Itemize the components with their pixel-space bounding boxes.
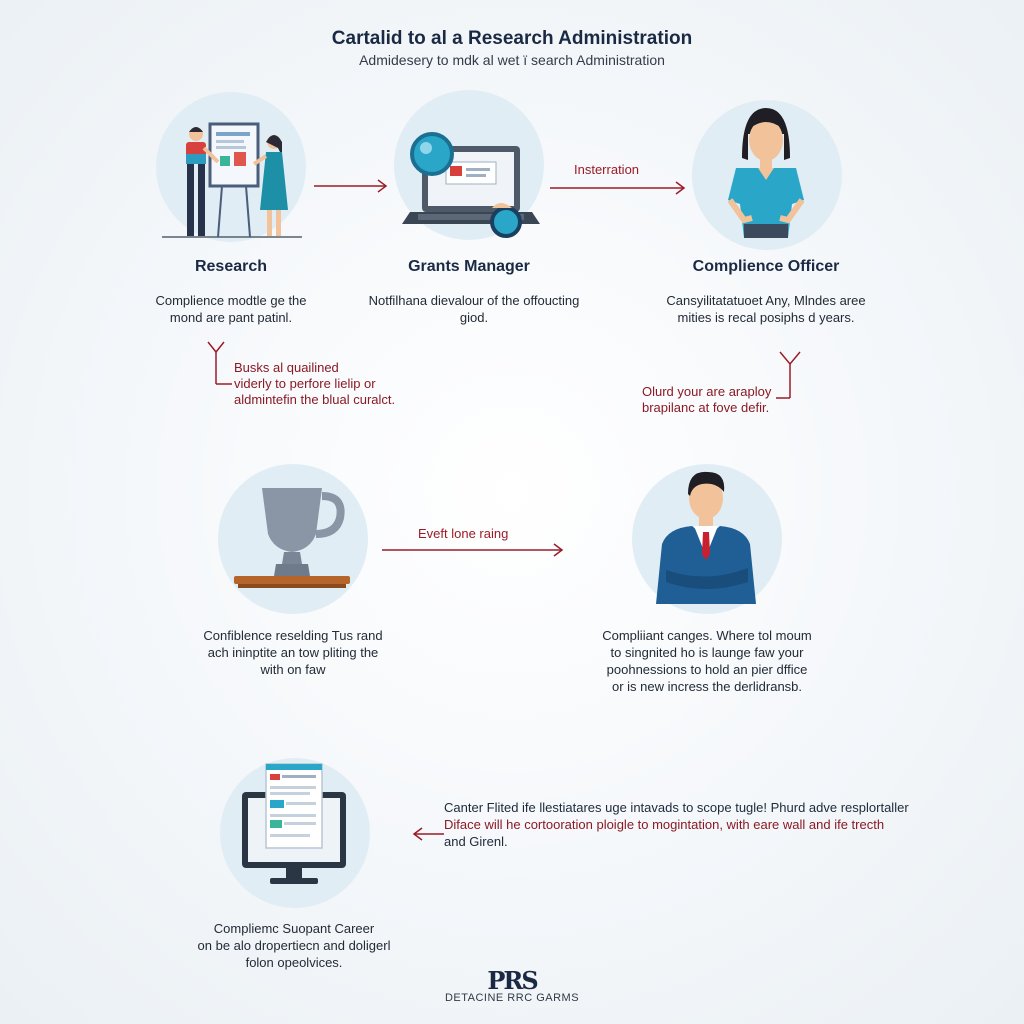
arrow-label-eveft: Eveft lone raing — [418, 526, 509, 541]
footer-logo: PRS — [487, 966, 538, 995]
left-callout-note: Busks al quailined viderly to perfore li… — [234, 360, 395, 408]
footer-tagline: DETACINE RRC GARMS — [444, 992, 580, 1004]
arrow-trophy-to-businessman — [382, 543, 564, 557]
researchers-board-icon — [162, 122, 302, 238]
note-line: Busks al quailined — [234, 360, 339, 375]
monitor-document-icon — [242, 763, 346, 884]
note-line: and Girenl. — [444, 834, 508, 849]
research-description: Complience modtle ge the mond are pant p… — [131, 292, 331, 326]
compliance-desc-line: mities is recal posiphs d years. — [677, 310, 855, 325]
note-line: aldmintefin the blual curalct. — [234, 392, 396, 407]
grants-manager-description: Notfilhana dievalour of the offoucting g… — [349, 292, 599, 326]
compliance-officer-description: Cansyilitatatuoet Any, Mlndes aree mitie… — [651, 292, 881, 326]
compliance-officer-label: Complience Officer — [692, 258, 840, 275]
right-callout-connector — [776, 351, 801, 399]
trophy-description: Confiblence reselding Tus rand ach ininp… — [183, 627, 403, 678]
note-line: viderly to perfore lielip or — [234, 376, 376, 391]
businessman-desc-line: Compliiant canges. Where tol moum — [602, 628, 812, 643]
arrow-research-to-grants — [314, 179, 388, 193]
bottom-note: Canter Flited ife llestiatares uge intav… — [444, 799, 924, 850]
businessman-icon — [656, 471, 756, 604]
note-line: Olurd your are araploy — [642, 384, 772, 399]
businessman-description: Compliiant canges. Where tol moum to sin… — [582, 627, 832, 695]
businessman-desc-line: poohnessions to hold an pier dffice — [606, 662, 808, 677]
trophy-desc-line: ach ininptite an tow pliting the — [207, 645, 379, 660]
monitor-desc-line: Compliemc Suopant Career — [213, 921, 375, 936]
page-subtitle: Admidesery to mdk al wet ï search Admin… — [359, 52, 665, 68]
note-line: Canter Flited ife llestiatares uge intav… — [444, 800, 909, 815]
businessman-desc-line: or is new incress the derlidransb. — [611, 679, 803, 694]
left-callout-connector — [207, 341, 232, 385]
monitor-desc-line: on be alo dropertiecn and doligerl — [197, 938, 391, 953]
grants-manager-label: Grants Manager — [408, 258, 530, 275]
right-callout-note: Olurd your are araploy brapilanc at fove… — [642, 384, 771, 416]
note-line: brapilanc at fove defir. — [642, 400, 770, 415]
monitor-desc-line: folon opeolvices. — [245, 955, 343, 970]
grants-desc-line: giod. — [459, 310, 489, 325]
woman-officer-icon — [727, 108, 805, 238]
note-line: Diface will he cortooration ploigle to m… — [444, 817, 885, 832]
arrow-to-monitor — [412, 827, 444, 841]
arrow-grants-to-compliance — [550, 181, 686, 195]
research-label: Research — [194, 258, 268, 275]
grants-desc-line: Notfilhana dievalour of the offoucting — [368, 293, 580, 308]
compliance-desc-line: Cansyilitatatuoet Any, Mlndes aree — [666, 293, 866, 308]
monitor-description: Compliemc Suopant Career on be alo drope… — [184, 920, 404, 971]
page-title: Cartalid to al a Research Administration — [331, 28, 693, 49]
businessman-desc-line: to singnited ho is launge faw your — [610, 645, 804, 660]
laptop-magnifier-icon — [402, 132, 540, 238]
trophy-icon — [234, 488, 350, 588]
research-desc-line: Complience modtle ge the — [155, 293, 307, 308]
arrow-label-insterration: Insterration — [574, 162, 640, 177]
trophy-desc-line: with on faw — [260, 662, 326, 677]
research-desc-line: mond are pant patinl. — [169, 310, 293, 325]
trophy-desc-line: Confiblence reselding Tus rand — [203, 628, 383, 643]
